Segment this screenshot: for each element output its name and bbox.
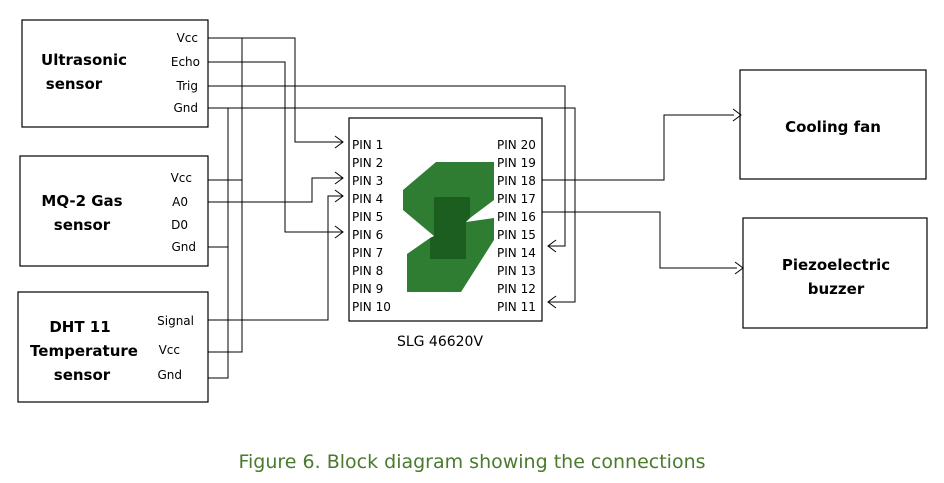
ultrasonic-pin-vcc: Vcc [177, 31, 198, 45]
wire-dht-signal [208, 195, 343, 321]
chip-right-pin-label: PIN 12 [497, 282, 536, 296]
chip-right-pin-label: PIN 17 [497, 192, 536, 206]
wire-ultrasonic-echo [208, 61, 343, 233]
fan-title: Cooling fan [785, 118, 881, 136]
figure-caption: Figure 6. Block diagram showing the conn… [238, 451, 705, 473]
wire-ultrasonic-trig [208, 85, 566, 247]
chip-right-pin-label: PIN 11 [497, 300, 536, 314]
dht-title-line2: Temperature [30, 342, 138, 360]
wire-ultrasonic-gnd [208, 107, 576, 303]
chip-left-pin-label: PIN 7 [352, 246, 383, 260]
chip-right-pin-label: PIN 15 [497, 228, 536, 242]
wire-pin18-fan [542, 114, 734, 181]
dht-pin-gnd: Gnd [157, 368, 182, 382]
wire-gnd-bus [208, 108, 229, 379]
gas-pin-a0: A0 [172, 195, 188, 209]
dht-pin-signal: Signal [157, 314, 194, 328]
arrow-pin3 [334, 171, 344, 185]
arrow-pin11 [547, 295, 557, 309]
wire-gas-a0 [208, 177, 343, 203]
chip-left-pin-label: PIN 3 [352, 174, 383, 188]
wire-ultrasonic-vcc [208, 37, 343, 143]
wire-pin16-buzzer [542, 211, 737, 269]
ultrasonic-pin-trig: Trig [176, 79, 198, 93]
greenpak-logo-icon [403, 162, 494, 292]
buzzer-title-line1: Piezoelectric [782, 256, 890, 274]
gas-sensor-block: MQ-2 Gas sensor Vcc A0 D0 Gnd [19, 155, 209, 267]
chip-right-pin-label: PIN 20 [497, 138, 536, 152]
dht-pin-vcc: Vcc [159, 343, 180, 357]
chip-left-pin-label: PIN 9 [352, 282, 383, 296]
chip-left-pins: PIN 1 PIN 2 PIN 3 PIN 4 PIN 5 PIN 6 PIN 7 PIN 8… [352, 138, 391, 314]
chip-left-pin-label: PIN 2 [352, 156, 383, 170]
chip-right-pins: PIN 20 PIN 19 PIN 18 PIN 17 PIN 16 PIN 15 PIN … [497, 138, 536, 314]
gas-box [19, 155, 209, 267]
gas-title-line1: MQ-2 Gas [41, 192, 122, 210]
dht-title-line1: DHT 11 [49, 318, 110, 336]
arrow-pin14 [547, 239, 557, 253]
ultrasonic-box [21, 19, 209, 128]
chip-right-pin-label: PIN 16 [497, 210, 536, 224]
chip-right-pin-label: PIN 13 [497, 264, 536, 278]
buzzer-box [742, 217, 928, 329]
chip-left-pin-label: PIN 10 [352, 300, 391, 314]
arrow-pin4 [334, 189, 344, 203]
ultrasonic-title-line1: Ultrasonic [41, 51, 127, 69]
ultrasonic-pin-gnd: Gnd [173, 101, 198, 115]
slg-chip-block: PIN 1 PIN 2 PIN 3 PIN 4 PIN 5 PIN 6 PIN 7 PIN 8… [348, 117, 543, 350]
chip-right-pin-label: PIN 19 [497, 156, 536, 170]
gas-pin-vcc: Vcc [171, 171, 192, 185]
chip-right-pin-label: PIN 18 [497, 174, 536, 188]
buzzer-title-line2: buzzer [808, 280, 865, 298]
chip-left-pin-label: PIN 6 [352, 228, 383, 242]
gas-pin-d0: D0 [171, 218, 188, 232]
chip-left-pin-label: PIN 1 [352, 138, 383, 152]
dht-title-line3: sensor [54, 366, 111, 384]
dht11-sensor-block: DHT 11 Temperature sensor Signal Vcc Gnd [17, 291, 209, 403]
wire-vcc-bus [208, 38, 243, 353]
gas-title-line2: sensor [54, 216, 111, 234]
chip-left-pin-label: PIN 5 [352, 210, 383, 224]
chip-left-pin-label: PIN 4 [352, 192, 383, 206]
piezo-buzzer-block: Piezoelectric buzzer [742, 217, 928, 329]
fan-box [739, 69, 927, 180]
gas-pin-gnd: Gnd [171, 240, 196, 254]
arrow-pin6 [334, 225, 344, 239]
arrow-fan [732, 108, 742, 122]
arrow-buzzer [734, 261, 744, 275]
chip-label: SLG 46620V [397, 334, 484, 350]
chip-right-pin-label: PIN 14 [497, 246, 536, 260]
wiring [208, 37, 744, 379]
chip-left-pin-label: PIN 8 [352, 264, 383, 278]
cooling-fan-block: Cooling fan [739, 69, 927, 180]
ultrasonic-pin-echo: Echo [171, 55, 200, 69]
ultrasonic-sensor-block: Ultrasonic sensor Vcc Echo Trig Gnd [21, 19, 209, 128]
arrow-pin1 [334, 135, 344, 149]
ultrasonic-title-line2: sensor [46, 75, 103, 93]
dht-box [17, 291, 209, 403]
